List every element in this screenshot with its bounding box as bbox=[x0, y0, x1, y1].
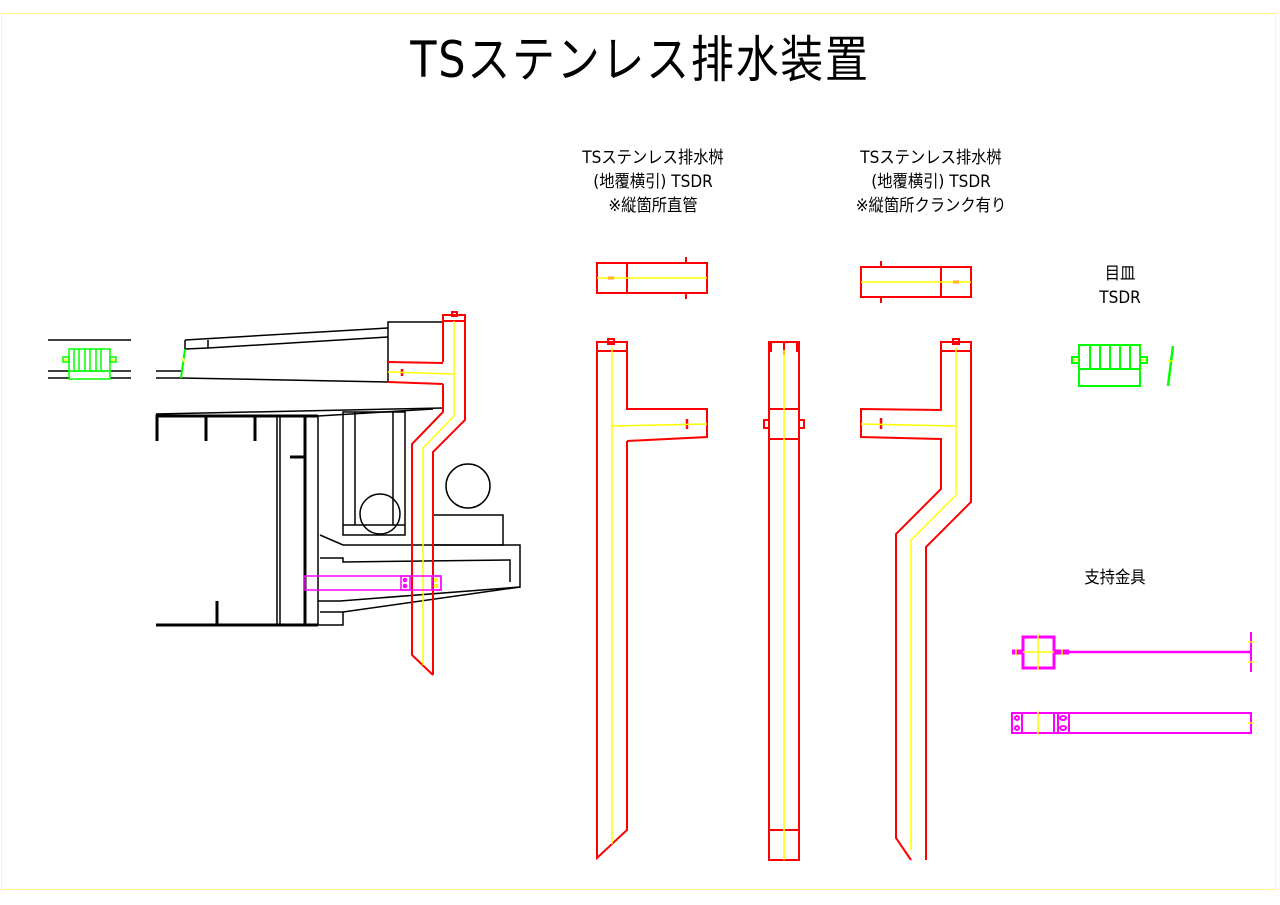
label-straight-line1: TSステンレス排水桝 bbox=[582, 148, 724, 168]
crank-basin-plan bbox=[860, 261, 972, 303]
label-bracket: 支持金具 bbox=[1066, 566, 1165, 590]
crank-basin-side bbox=[860, 338, 972, 861]
label-grate-line1: 目皿 bbox=[1104, 264, 1136, 284]
bracket-elevation bbox=[1011, 711, 1254, 735]
bracket-plan bbox=[1012, 632, 1254, 672]
label-straight-line3: ※縦箇所直管 bbox=[608, 196, 698, 216]
straight-basin-side bbox=[596, 338, 708, 861]
label-crank-basin: TSステンレス排水桝 (地覆横引) TSDR ※縦箇所クランク有り bbox=[829, 146, 1032, 218]
section-drain-pipe bbox=[387, 311, 466, 676]
drawing-title: TSステンレス排水装置 bbox=[410, 31, 870, 89]
straight-basin-plan bbox=[596, 257, 708, 299]
straight-basin-front bbox=[763, 341, 805, 861]
grate-section-green bbox=[180, 348, 186, 379]
grate-elevation-small bbox=[48, 339, 131, 380]
label-bracket-line1: 支持金具 bbox=[1084, 568, 1146, 588]
label-grate: 目皿 TSDR bbox=[1075, 262, 1165, 310]
label-crank-line1: TSステンレス排水桝 bbox=[860, 148, 1002, 168]
label-straight-line2: (地覆横引) TSDR bbox=[593, 172, 713, 192]
label-crank-line3: ※縦箇所クランク有り bbox=[855, 196, 1007, 216]
label-straight-basin: TSステンレス排水桝 (地覆横引) TSDR ※縦箇所直管 bbox=[559, 146, 748, 218]
drawing-border bbox=[1, 13, 1276, 890]
section-support-bracket bbox=[304, 575, 442, 591]
label-crank-line2: (地覆横引) TSDR bbox=[871, 172, 991, 192]
label-grate-line2: TSDR bbox=[1099, 288, 1141, 308]
grate-side bbox=[1166, 345, 1175, 387]
grate-plan bbox=[1071, 344, 1148, 387]
